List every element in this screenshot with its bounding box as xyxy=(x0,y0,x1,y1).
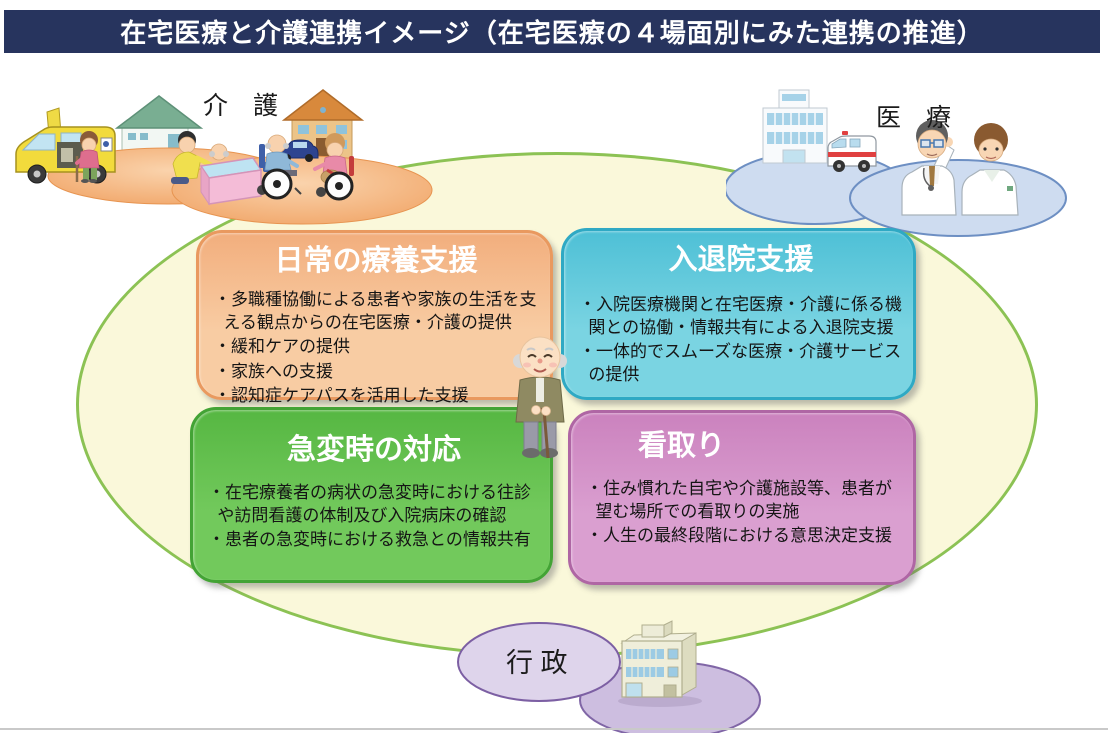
care-sector-label: 介 護 xyxy=(203,92,279,120)
medical-scene-illustration xyxy=(726,89,1067,237)
bullet-item: ・緩和ケアの提供 xyxy=(214,337,350,357)
government-building-icon xyxy=(618,620,702,707)
elderly-person-icon xyxy=(513,336,567,459)
bullet-item: ・家族への支援 xyxy=(214,361,333,381)
elderly-person-with-cane-illustration xyxy=(513,336,567,459)
bottom-divider xyxy=(0,728,1108,730)
scene-box-end-of-life-care: 看取り ・住み慣れた自宅や介護施設等、患者が望む場所での看取りの実施 ・人生の最… xyxy=(568,410,916,585)
bullet-item: ・多職種協働による患者や家族の生活を支える観点からの在宅医療・介護の提供 xyxy=(214,290,537,332)
woman-with-cane-icon xyxy=(75,131,100,183)
scene-box-admission-discharge-support: 入退院支援 ・入院医療機関と在宅医療・介護に係る機関との協働・情報共有による入退… xyxy=(561,228,916,400)
nursing-care-scene-illustration xyxy=(15,89,433,225)
woman-in-wheelchair-icon xyxy=(313,133,354,201)
bullet-item: ・住み慣れた自宅や介護施設等、患者が望む場所での看取りの実施 xyxy=(586,479,892,521)
scene-box-bullet-list: ・入院医療機関と在宅医療・介護に係る機関との協働・情報共有による入退院支援 ・一… xyxy=(579,294,903,386)
welfare-van-icon xyxy=(15,107,116,184)
scene-box-bullet-list: ・住み慣れた自宅や介護施設等、患者が望む場所での看取りの実施 ・人生の最終段階に… xyxy=(586,478,903,547)
hospital-icon xyxy=(762,89,828,164)
bullet-item: ・入院医療機関と在宅医療・介護に係る機関との協働・情報共有による入退院支援 xyxy=(579,295,902,337)
scene-box-emergency-response: 急変時の対応 ・在宅療養者の病状の急変時における往診や訪問看護の体制及び入院病床… xyxy=(190,407,553,583)
scene-box-daily-care-support: 日常の療養支援 ・多職種協働による患者や家族の生活を支える観点からの在宅医療・介… xyxy=(196,230,553,405)
ambulance-icon xyxy=(827,131,877,172)
medical-ellipse xyxy=(849,159,1067,237)
bullet-item: ・認知症ケアパスを活用した支援 xyxy=(214,386,469,406)
scene-box-bullet-list: ・多職種協働による患者や家族の生活を支える観点からの在宅医療・介護の提供 ・緩和… xyxy=(214,289,538,407)
senior-doctor-icon xyxy=(901,120,957,216)
bullet-item: ・人生の最終段階における意思決定支援 xyxy=(586,526,892,546)
scene-box-title: 日常の療養支援 xyxy=(274,245,478,277)
medical-sector-label: 医 療 xyxy=(876,104,952,132)
scene-box-title: 急変時の対応 xyxy=(286,434,461,466)
scene-box-bullet-list: ・在宅療養者の病状の急変時における往診や訪問看護の体制及び入院病床の確認 ・患者… xyxy=(208,482,540,551)
government-sector-label: 行 政 xyxy=(506,648,568,678)
man-in-wheelchair-icon xyxy=(257,134,302,200)
bullet-item: ・一体的でスムーズな医療・介護サービスの提供 xyxy=(579,342,902,384)
page-title: 在宅医療と介護連携イメージ（在宅医療の４場面別にみた連携の推進） xyxy=(120,18,984,48)
young-doctor-icon xyxy=(961,123,1019,216)
title-bar: 在宅医療と介護連携イメージ（在宅医療の４場面別にみた連携の推進） xyxy=(4,10,1100,53)
scene-box-title: 入退院支援 xyxy=(668,244,814,276)
bullet-item: ・患者の急変時における救急との情報共有 xyxy=(208,530,531,550)
bathing-assistance-icon xyxy=(171,131,263,206)
government-ellipse-front xyxy=(457,622,621,702)
bullet-item: ・在宅療養者の病状の急変時における往診や訪問看護の体制及び入院病床の確認 xyxy=(208,483,531,525)
scene-box-title: 看取り xyxy=(638,430,726,462)
government-scene-illustration xyxy=(457,620,761,733)
